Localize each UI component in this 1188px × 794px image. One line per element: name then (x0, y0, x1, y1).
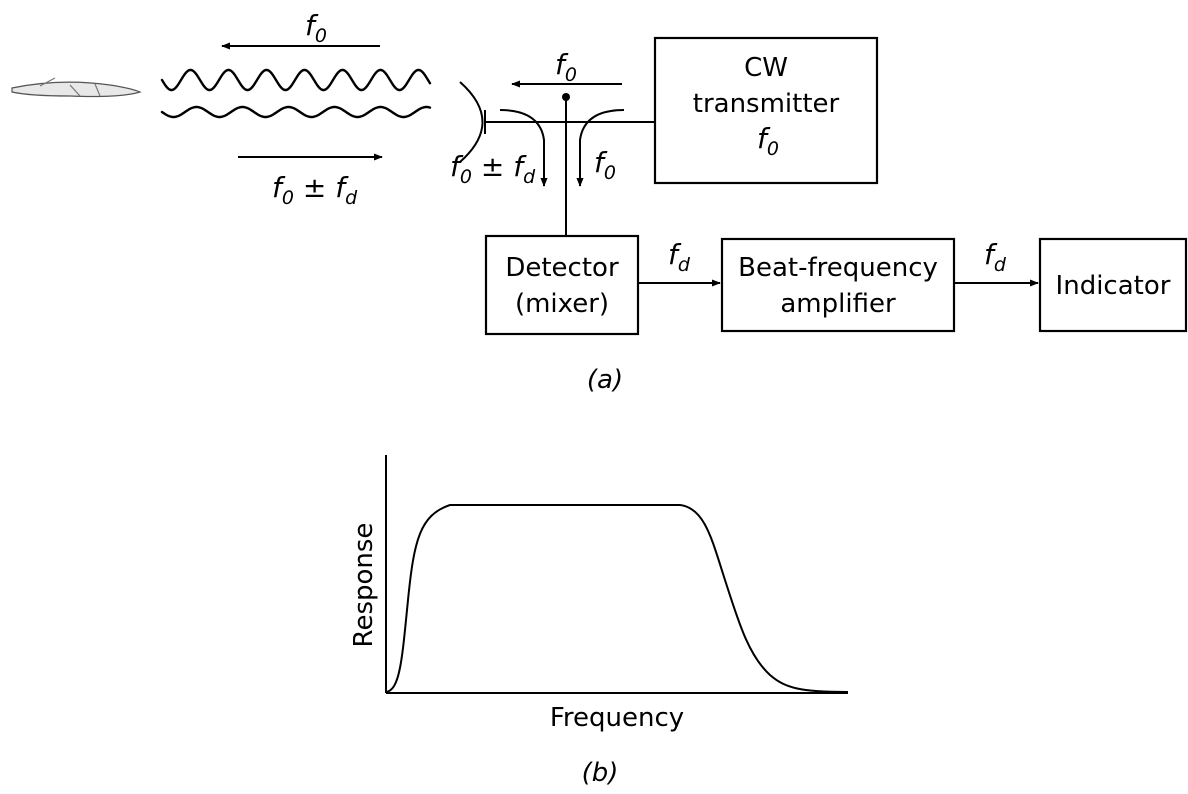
caption-a: (a) (587, 365, 623, 395)
transmitted-wave (160, 68, 432, 92)
indicator-block: Indicator (1038, 237, 1188, 333)
detector-label-line1: Detector (505, 253, 619, 283)
caption-b: (b) (582, 758, 619, 788)
reference-to-detector-arrow (576, 109, 625, 187)
reference-frequency-label: f0 (594, 146, 616, 184)
beat-frequency-label-1: fd (668, 238, 691, 276)
return-frequency-label: f0 ± fd (272, 171, 358, 209)
amplifier-label-line1: Beat-frequency (738, 253, 938, 283)
cw-transmitter-block: CW transmitter f0 (653, 36, 879, 185)
response-plot: Frequency Response (349, 455, 849, 733)
response-curve (385, 504, 849, 693)
target-aircraft-icon (11, 77, 142, 98)
echo-to-detector-arrow (499, 109, 548, 187)
x-axis-label: Frequency (550, 703, 684, 733)
detector-mixer-block: Detector (mixer) (484, 234, 640, 336)
y-axis-label: Response (349, 523, 379, 648)
amplifier-label-line2: amplifier (780, 289, 896, 319)
echo-frequency-label: f0 ± fd (450, 150, 536, 188)
tx-frequency-label: f0 (555, 48, 577, 86)
indicator-label: Indicator (1056, 271, 1171, 301)
outgoing-frequency-label: f0 (305, 9, 327, 47)
detector-label-line2: (mixer) (515, 289, 609, 319)
reflected-wave (160, 105, 432, 119)
transmitter-label-line2: transmitter (693, 89, 840, 119)
transmitter-label-line1: CW (744, 53, 788, 83)
beat-frequency-label-2: fd (984, 238, 1007, 276)
beat-frequency-amplifier-block: Beat-frequency amplifier (720, 237, 956, 333)
